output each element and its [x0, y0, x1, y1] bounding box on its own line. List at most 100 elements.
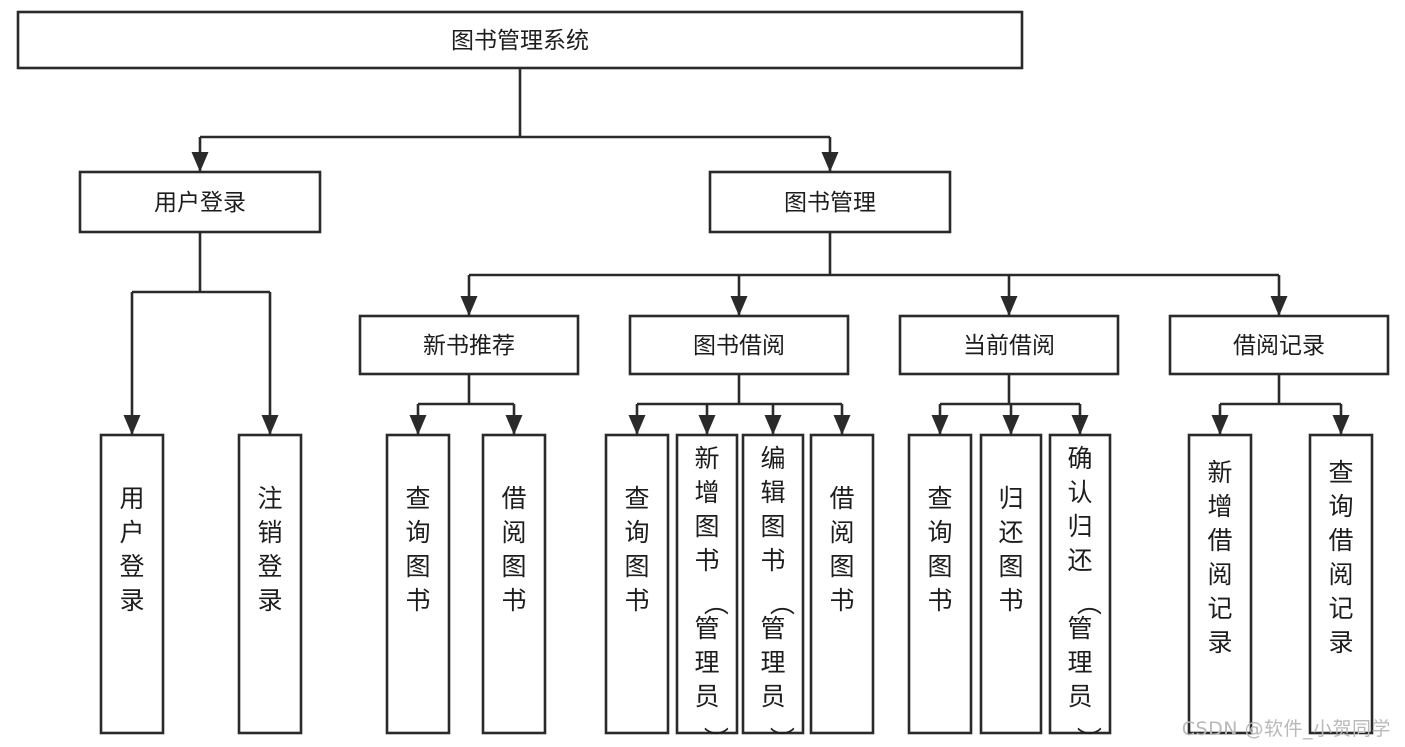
user-login-children-arrow-1 — [261, 415, 279, 435]
svg-text:注: 注 — [257, 484, 282, 513]
svg-text:书: 书 — [501, 586, 526, 615]
svg-text:借: 借 — [1328, 526, 1353, 555]
svg-text:员: 员 — [694, 682, 719, 711]
svg-text:录: 录 — [1207, 628, 1232, 657]
svg-text:增: 增 — [1207, 492, 1232, 521]
node-level3-label-3: 借阅记录 — [1233, 333, 1325, 359]
level3-2-children-arrow-0 — [931, 415, 949, 435]
svg-text:（: （ — [1074, 590, 1103, 615]
node-leaf-box-4[interactable] — [604, 433, 670, 735]
node-level3-label-2: 当前借阅 — [963, 333, 1055, 359]
svg-text:）: ） — [701, 726, 730, 747]
node-level2-box-1[interactable] — [708, 170, 952, 234]
node-layer: 图书管理系统用户登录图书管理新书推荐图书借阅当前借阅借阅记录用户登录注销登录查询… — [16, 10, 1390, 747]
svg-text:查: 查 — [1328, 458, 1353, 487]
svg-text:）: ） — [1074, 726, 1103, 747]
node-leaf-box-12[interactable] — [1308, 433, 1374, 735]
level3-1-children-arrow-1 — [698, 415, 716, 435]
svg-text:询: 询 — [405, 518, 430, 547]
node-leaf-box-6[interactable] — [741, 433, 805, 735]
node-leaf-box-11[interactable] — [1187, 433, 1253, 735]
level3-0-children-arrow-1 — [505, 415, 523, 435]
svg-text:阅: 阅 — [1207, 560, 1232, 589]
svg-text:管: 管 — [760, 614, 785, 643]
svg-text:（: （ — [701, 590, 730, 615]
book-mgmt-to-level3-arrow-0 — [460, 296, 478, 316]
node-leaf-box-1[interactable] — [237, 433, 303, 735]
level3-2-children-arrow-1 — [1002, 415, 1020, 435]
node-leaf-box-7[interactable] — [809, 433, 875, 735]
node-leaf-box-3[interactable] — [481, 433, 547, 735]
node-root-label: 图书管理系统 — [451, 28, 589, 54]
node-leaf-box-0[interactable] — [99, 433, 165, 735]
svg-text:归: 归 — [1067, 512, 1092, 541]
svg-text:查: 查 — [927, 484, 952, 513]
svg-text:销: 销 — [257, 518, 282, 547]
svg-text:阅: 阅 — [1328, 560, 1353, 589]
svg-text:用: 用 — [119, 484, 144, 513]
node-level3-box-3[interactable] — [1168, 314, 1390, 376]
svg-text:新: 新 — [694, 444, 719, 473]
svg-text:阅: 阅 — [829, 518, 854, 547]
svg-text:借: 借 — [829, 484, 854, 513]
root-to-level2-arrow-1 — [821, 152, 839, 172]
node-leaf-box-10[interactable] — [1048, 433, 1112, 735]
book-mgmt-to-level3-arrow-2 — [1000, 296, 1018, 316]
level3-2-children-arrow-2 — [1071, 415, 1089, 435]
svg-text:员: 员 — [1067, 682, 1092, 711]
svg-text:登: 登 — [257, 552, 282, 581]
svg-text:图: 图 — [998, 552, 1023, 581]
node-level2-box-0[interactable] — [78, 170, 322, 234]
node-leaf-box-2[interactable] — [385, 433, 451, 735]
svg-text:借: 借 — [1207, 526, 1232, 555]
node-level3-box-1[interactable] — [628, 314, 850, 376]
svg-text:登: 登 — [119, 552, 144, 581]
svg-text:户: 户 — [119, 518, 144, 547]
svg-text:新: 新 — [1207, 458, 1232, 487]
svg-text:询: 询 — [927, 518, 952, 547]
svg-text:图: 图 — [927, 552, 952, 581]
svg-text:图: 图 — [829, 552, 854, 581]
watermark-text: CSDN @软件_小贺同学 — [1181, 718, 1391, 740]
node-leaf-box-8[interactable] — [907, 433, 973, 735]
svg-text:归: 归 — [998, 484, 1023, 513]
svg-text:借: 借 — [501, 484, 526, 513]
svg-text:图: 图 — [694, 512, 719, 541]
node-level3-box-2[interactable] — [898, 314, 1120, 376]
svg-text:管: 管 — [694, 614, 719, 643]
node-leaf-box-5[interactable] — [675, 433, 739, 735]
level3-1-children-arrow-0 — [628, 415, 646, 435]
node-root-box[interactable] — [16, 10, 1024, 70]
book-mgmt-to-level3-arrow-3 — [1270, 296, 1288, 316]
node-leaf-box-9[interactable] — [979, 433, 1043, 735]
svg-text:（: （ — [767, 590, 796, 615]
svg-text:阅: 阅 — [501, 518, 526, 547]
svg-text:图: 图 — [760, 512, 785, 541]
book-mgmt-to-level3-arrow-1 — [730, 296, 748, 316]
root-to-level2-arrow-0 — [191, 152, 209, 172]
node-level2-label-1: 图书管理 — [784, 190, 876, 216]
node-leaf-label-0: 用户登录 — [119, 484, 144, 615]
node-level3-box-0[interactable] — [358, 314, 580, 376]
svg-text:理: 理 — [1067, 648, 1092, 677]
svg-text:书: 书 — [624, 586, 649, 615]
svg-text:书: 书 — [694, 546, 719, 575]
svg-text:编: 编 — [760, 444, 785, 473]
svg-text:认: 认 — [1067, 478, 1092, 507]
level3-1-children-arrow-3 — [833, 415, 851, 435]
svg-text:辑: 辑 — [760, 478, 785, 507]
svg-text:查: 查 — [624, 484, 649, 513]
svg-text:书: 书 — [998, 586, 1023, 615]
svg-text:确: 确 — [1067, 444, 1092, 473]
svg-text:图: 图 — [501, 552, 526, 581]
svg-text:书: 书 — [829, 586, 854, 615]
svg-text:增: 增 — [694, 478, 719, 507]
